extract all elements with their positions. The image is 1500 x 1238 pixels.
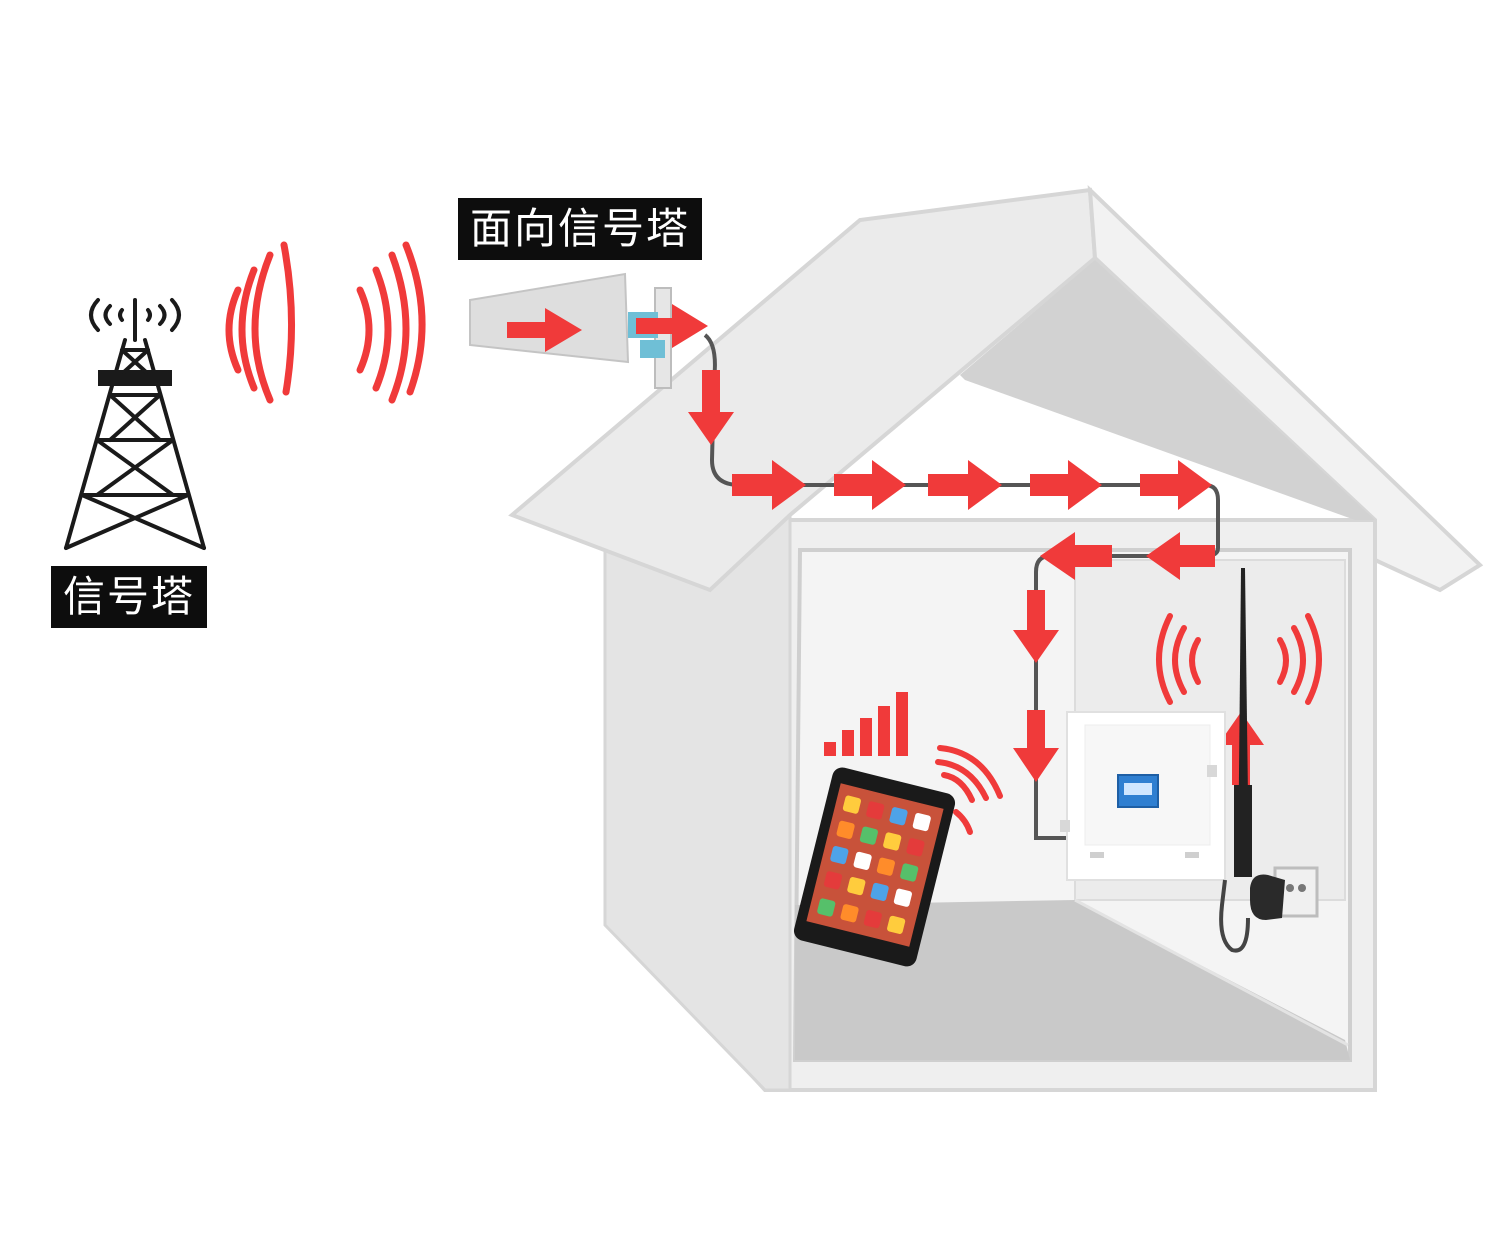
room-floor [795, 900, 1350, 1060]
power-adapter-icon [1219, 874, 1285, 953]
house [508, 184, 1484, 1092]
house-gable [960, 260, 1375, 520]
indoor-antenna-icon [1234, 568, 1252, 877]
cell-tower-icon [64, 298, 206, 550]
outdoor-antenna-label: 面向信号塔 [458, 198, 703, 260]
outdoor-signal-waves [225, 241, 426, 404]
signal-bars-icon [824, 692, 908, 756]
smartphone-icon [793, 767, 956, 967]
outdoor-antenna-icon [469, 272, 708, 389]
signal-flow-arrows [688, 370, 1264, 785]
house-roof-right [1087, 184, 1484, 593]
repeater-icon [1060, 711, 1226, 881]
phone-signal-waves [935, 745, 1003, 835]
tower-label: 信号塔 [51, 566, 208, 628]
indoor-signal-waves [1156, 613, 1322, 705]
